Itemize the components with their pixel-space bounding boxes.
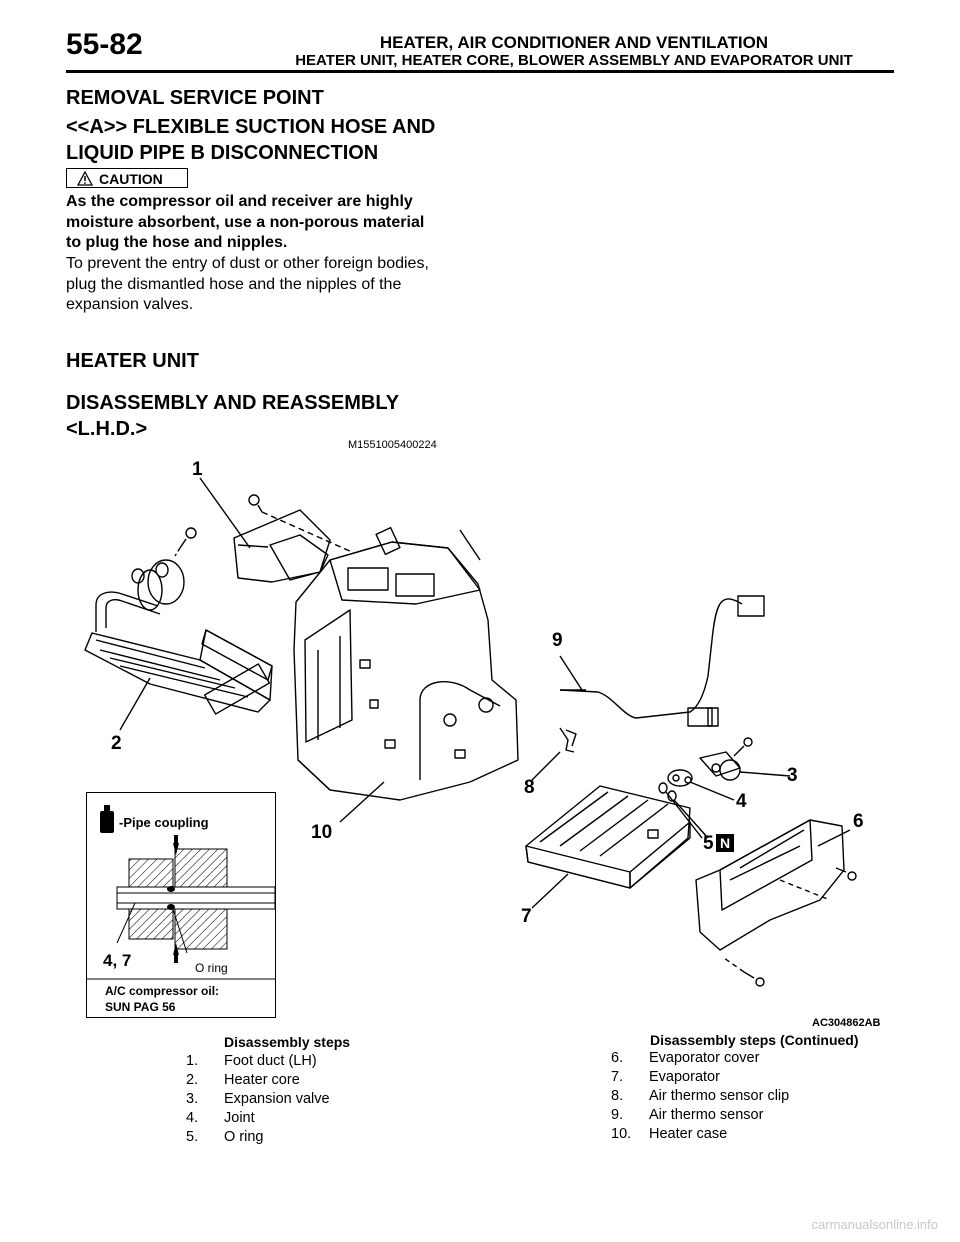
caution-line: to plug the hose and nipples. [66,234,288,251]
step-item: 2.Heater core [186,1072,300,1088]
pipe-coupling-inset: -Pipe coupling 4, 7 O ring A/C compresso… [86,792,276,1018]
callout-6: 6 [853,811,864,832]
body-line: plug the dismantled hose and the nipples… [66,275,402,293]
step-item: 9.Air thermo sensor [611,1107,764,1123]
evaporator-cover-drawing [695,819,857,987]
inset-oil-line-1: A/C compressor oil: [105,984,220,998]
pipe-coupling-drawing [87,805,275,980]
steps-right-heading: Disassembly steps (Continued) [650,1032,859,1048]
callout-7: 7 [521,906,532,927]
body-line: To prevent the entry of dust or other fo… [66,255,429,272]
callout-5: 5 [703,833,714,854]
caution-label: CAUTION [99,171,163,187]
inset-oil-line-2: SUN PAG 56 [105,1000,176,1014]
caution-line: moisture absorbent, use a non-porous mat… [66,213,425,231]
step-item: 3.Expansion valve [186,1091,330,1107]
step-item: 5.O ring [186,1129,264,1145]
header-rule [66,70,894,73]
inset-title: -Pipe coupling [119,815,209,830]
screw-drawing [174,527,197,557]
drawing-code: AC304862AB [812,1017,881,1029]
heater-core-drawing [84,559,273,715]
step-item: 10.Heater case [611,1126,728,1142]
sensor-clip-drawing [559,727,577,753]
o-ring-drawing [658,782,677,802]
step-item: 4.Joint [186,1110,255,1126]
step-item: 7.Evaporator [611,1069,720,1085]
inset-part-label: 4, 7 [103,951,132,970]
subheading-disassembly: DISASSEMBLY AND REASSEMBLY [66,392,400,414]
joint-drawing [667,769,693,787]
oil-can-icon [100,805,114,833]
caution-text: As the compressor oil and receiver are h… [66,192,466,254]
header-title: HEATER, AIR CONDITIONER AND VENTILATION [379,33,769,52]
steps-right-list: 6.Evaporator cover 7.Evaporator 8.Air th… [611,1049,789,1144]
inset-oring-label: O ring [195,961,228,975]
callout-9: 9 [552,630,563,651]
page-number: 55-82 [66,28,143,61]
steps-left-list: 1.Foot duct (LH) 2.Heater core 3.Expansi… [186,1052,330,1147]
section-heading-heater-unit: HEATER UNIT [66,350,199,372]
subheading-line-2: LIQUID PIPE B DISCONNECTION [66,142,379,164]
evaporator-drawing [525,785,691,889]
step-item: 1.Foot duct (LH) [186,1053,317,1069]
callout-4: 4 [736,791,747,812]
body-line: expansion valves. [66,296,194,313]
callout-1: 1 [192,459,203,480]
header-subtitle: HEATER UNIT, HEATER CORE, BLOWER ASSEMBL… [295,52,853,69]
screw-drawing [248,494,353,553]
heater-case-drawing [293,526,519,801]
watermark: carmanualsonline.info [811,1217,938,1232]
figure-code: M1551005400224 [348,439,437,451]
callout-2: 2 [111,733,122,754]
step-item: 8.Air thermo sensor clip [611,1088,790,1104]
subheading-line-1: <<A>> FLEXIBLE SUCTION HOSE AND [66,116,436,138]
callout-3: 3 [787,765,798,786]
body-text: To prevent the entry of dust or other fo… [66,254,466,316]
warning-icon [77,171,93,186]
caution-box: CAUTION [66,168,188,188]
variant-label: <L.H.D.> [66,418,148,440]
air-thermo-sensor-drawing [559,595,765,727]
step-item: 6.Evaporator cover [611,1050,760,1066]
exploded-view-drawing [84,477,857,987]
expansion-valve-drawing [699,737,753,781]
section-heading-removal: REMOVAL SERVICE POINT [66,87,324,109]
caution-line: As the compressor oil and receiver are h… [66,193,413,210]
callout-8: 8 [524,777,535,798]
callout-10: 10 [311,822,333,843]
steps-left-heading: Disassembly steps [224,1034,351,1050]
new-part-badge: N [716,834,734,852]
